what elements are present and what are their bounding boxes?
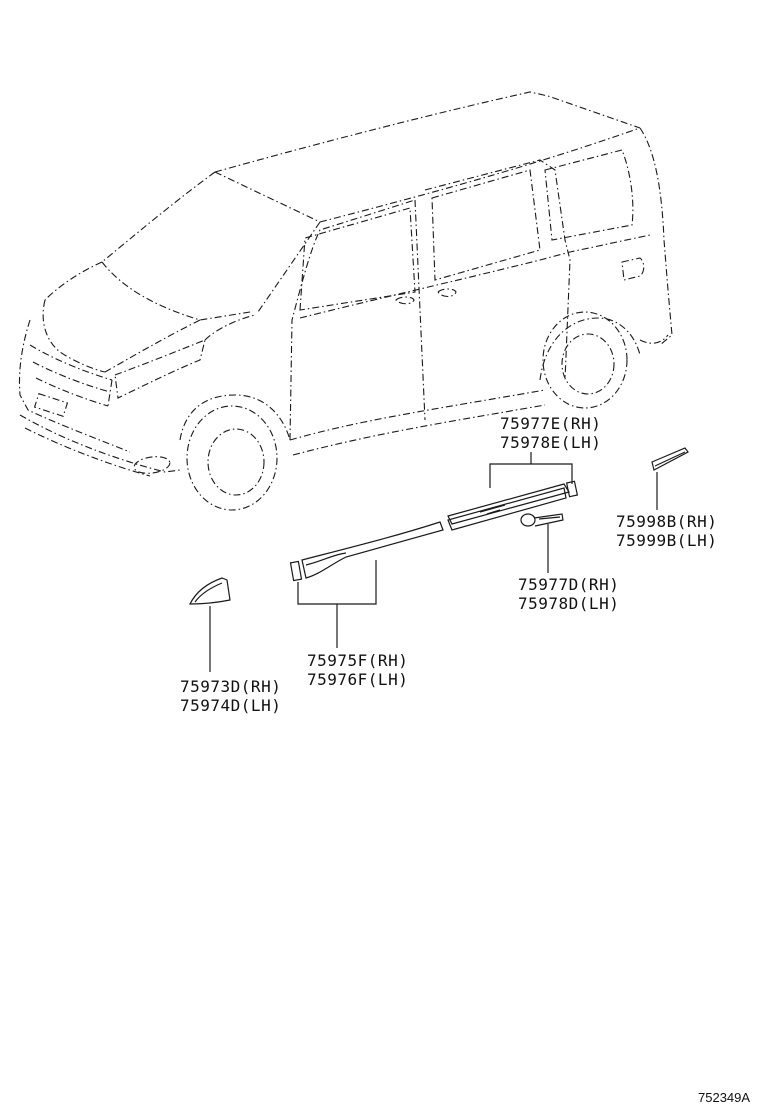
label-front-door-garnish-rh: 75975F(RH) — [307, 651, 409, 670]
label-emblem-lh: 75978D(LH) — [518, 594, 620, 613]
label-quarter-garnish-lh: 75999B(LH) — [616, 531, 718, 550]
label-rear-garnish-lh: 75978E(LH) — [500, 433, 602, 452]
label-front-door-garnish-lh: 75976F(LH) — [307, 670, 409, 689]
part-rear-garnish-shape — [447, 480, 579, 531]
leader-lines — [209, 452, 658, 672]
part-front-door-garnish-shape — [289, 521, 444, 582]
part-quarter-garnish-shape — [651, 447, 689, 471]
van-illustration — [18, 91, 673, 511]
part-fender-garnish-shape — [189, 577, 231, 605]
label-rear-garnish-rh: 75977E(RH) — [500, 414, 602, 433]
diagram-reference-number: 752349A — [698, 1090, 751, 1105]
part-emblem-shape — [520, 513, 564, 527]
label-emblem-rh: 75977D(RH) — [518, 575, 620, 594]
label-fender-garnish-rh: 75973D(RH) — [180, 677, 282, 696]
label-quarter-garnish-rh: 75998B(RH) — [616, 512, 718, 531]
label-fender-garnish-lh: 75974D(LH) — [180, 696, 282, 715]
